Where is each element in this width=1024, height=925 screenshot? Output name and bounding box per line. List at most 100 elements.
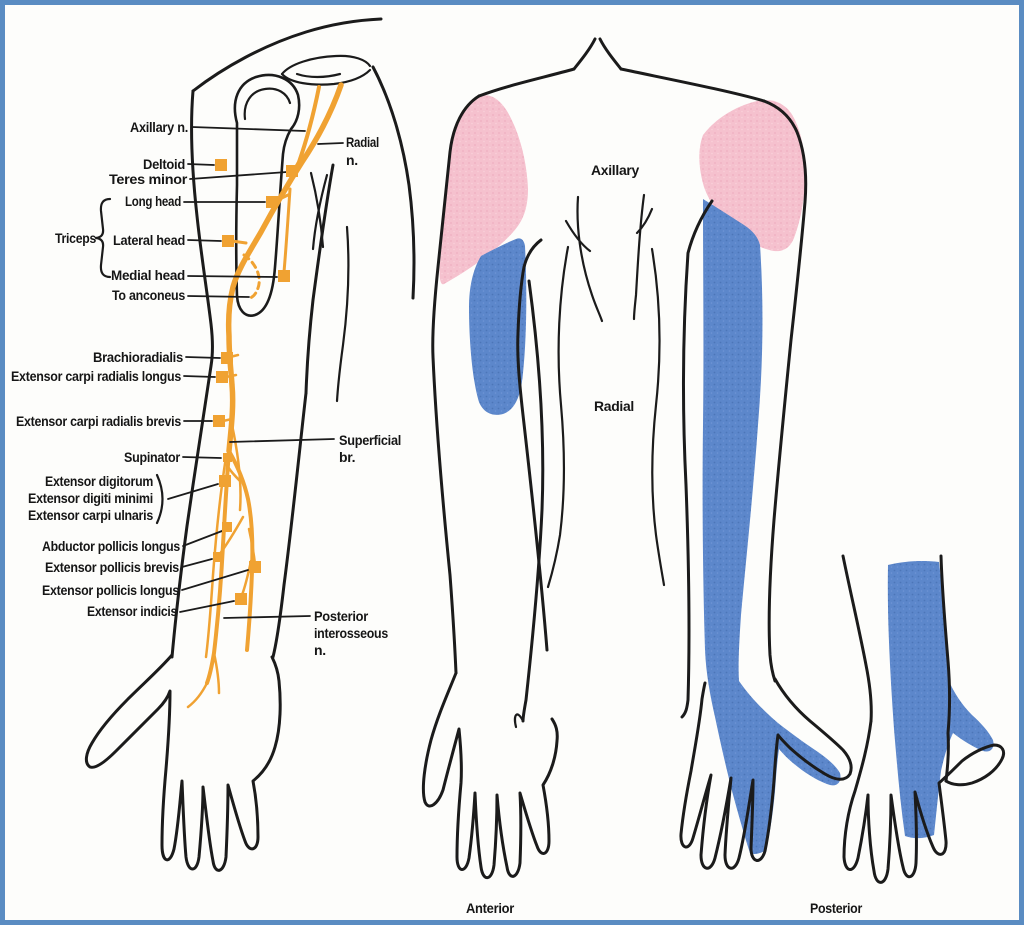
right-hand-outline-mid — [679, 677, 853, 870]
radial-region-posterior-hand — [887, 561, 994, 839]
label-lateral-head: Lateral head — [113, 232, 185, 248]
medial-head-branch — [282, 187, 292, 274]
label-to-anconeus: To anconeus — [112, 287, 185, 303]
leader-line — [183, 375, 216, 378]
label-abductor-pollicis-longus: Abductor pollicis longus — [42, 538, 180, 554]
ed-fan-stub — [226, 465, 242, 483]
trapezius-right-line — [619, 67, 766, 103]
right-arm-outer-line — [762, 99, 808, 683]
innervation-diagram: Axillary n. Radial n. Deltoid Teres mino… — [11, 17, 1006, 916]
left-wrist-notch — [513, 713, 525, 729]
label-posterior-interosseous-line1: Posterior — [314, 608, 369, 624]
posterior-hand-outline — [842, 719, 1006, 884]
radial-region-right — [702, 199, 841, 854]
left-hand-outline-mid — [421, 671, 559, 880]
leader-line — [187, 275, 278, 278]
label-radial-nerve-line2: n. — [346, 152, 358, 168]
leader-line — [182, 530, 223, 547]
label-radial-nerve-line1: Radial — [346, 134, 379, 150]
leader-line — [229, 438, 335, 443]
leader-line — [187, 295, 250, 298]
leader-line — [181, 569, 249, 591]
leader-line — [179, 600, 235, 613]
label-medial-head: Medial head — [111, 267, 185, 283]
label-extensor-carpi-ulnaris: Extensor carpi ulnaris — [28, 507, 153, 523]
leader-line — [187, 239, 222, 242]
left-arm-inner-line — [516, 238, 549, 652]
posterior-hand-right-line — [939, 554, 951, 783]
label-extensor-pollicis-brevis: Extensor pollicis brevis — [45, 559, 179, 575]
label-radial-region: Radial — [594, 398, 634, 414]
label-axillary-nerve: Axillary n. — [130, 119, 188, 135]
motor-point-marker — [219, 475, 231, 487]
chest-line-right — [650, 247, 666, 587]
triceps-brace — [94, 197, 112, 279]
label-extensor-carpi-radialis-longus: Extensor carpi radialis longus — [11, 368, 181, 384]
motor-point-marker — [222, 522, 232, 532]
radial-nerve-trunk — [225, 82, 344, 454]
caption-posterior: Posterior — [810, 900, 863, 916]
label-superficial-branch-line1: Superficial — [339, 432, 401, 448]
motor-point-marker — [223, 453, 232, 462]
muscular-strand — [230, 423, 242, 512]
posterior-forearm-left-line — [841, 554, 873, 723]
label-extensor-pollicis-longus: Extensor pollicis longus — [42, 582, 179, 598]
neck-right-line — [598, 37, 623, 71]
motor-point-marker — [221, 352, 233, 364]
torso-right-line — [371, 65, 416, 300]
motor-point-marker — [278, 270, 290, 282]
pec-mark-right — [632, 193, 654, 321]
axillary-region-left — [439, 95, 528, 285]
leader-line — [191, 126, 306, 132]
axilla-cross-line-b — [311, 173, 329, 251]
leader-line — [167, 483, 219, 500]
clavicle-line — [191, 17, 383, 93]
label-extensor-digitorum: Extensor digitorum — [45, 473, 153, 489]
motor-point-marker — [266, 196, 278, 208]
leader-line — [181, 558, 213, 568]
acromion-bottom-line — [280, 68, 372, 86]
axilla-cross-line-a — [309, 171, 325, 249]
inner-forearm-line — [271, 391, 308, 659]
label-superficial-branch-line2: br. — [339, 449, 355, 465]
acromion-top-line — [280, 54, 372, 76]
neck-left-line — [572, 37, 597, 71]
leader-line — [187, 163, 215, 166]
lat-line — [335, 225, 350, 403]
label-extensor-indicis: Extensor indicis — [87, 603, 177, 619]
label-supinator: Supinator — [124, 449, 181, 465]
leader-line — [223, 615, 311, 619]
label-long-head: Long head — [125, 193, 181, 209]
superficial-branch-2 — [204, 455, 228, 659]
torso-left-line — [521, 279, 545, 723]
label-extensor-carpi-radialis-brevis: Extensor carpi radialis brevis — [16, 413, 181, 429]
arm-outer-line — [170, 89, 214, 659]
anterior-body-figure: Axillary Radial Anterior — [421, 37, 853, 916]
motor-point-marker — [213, 415, 225, 427]
radial-region-left — [469, 238, 527, 415]
label-extensor-digiti-minimi: Extensor digiti minimi — [28, 490, 153, 506]
left-arm-outer-line — [431, 94, 481, 675]
leader-line — [317, 142, 344, 145]
caption-anterior: Anterior — [466, 900, 515, 916]
label-posterior-interosseous-line2: interosseous — [314, 625, 388, 641]
leader-line — [189, 171, 288, 180]
lateral-head-branch — [230, 239, 248, 245]
motor-point-marker — [249, 561, 261, 573]
left-hand-outline — [84, 653, 282, 872]
motor-point-marker — [215, 159, 227, 171]
label-posterior-interosseous-line3: n. — [314, 642, 326, 658]
trapezius-left-line — [477, 67, 576, 98]
leader-line — [185, 356, 221, 359]
label-teres-minor: Teres minor — [109, 171, 188, 187]
extensor-group-bracket — [155, 473, 164, 525]
motor-point-marker — [213, 552, 223, 562]
wrist-strand-a — [186, 681, 209, 709]
posterior-hand-figure: Posterior — [810, 554, 1006, 916]
anconeus-branch-dashed — [242, 253, 261, 300]
chest-line-left — [546, 245, 570, 589]
motor-point-marker — [235, 593, 247, 605]
nerve-arm-figure: Axillary n. Radial n. Deltoid Teres mino… — [11, 17, 416, 872]
motor-point-marker — [216, 371, 228, 383]
